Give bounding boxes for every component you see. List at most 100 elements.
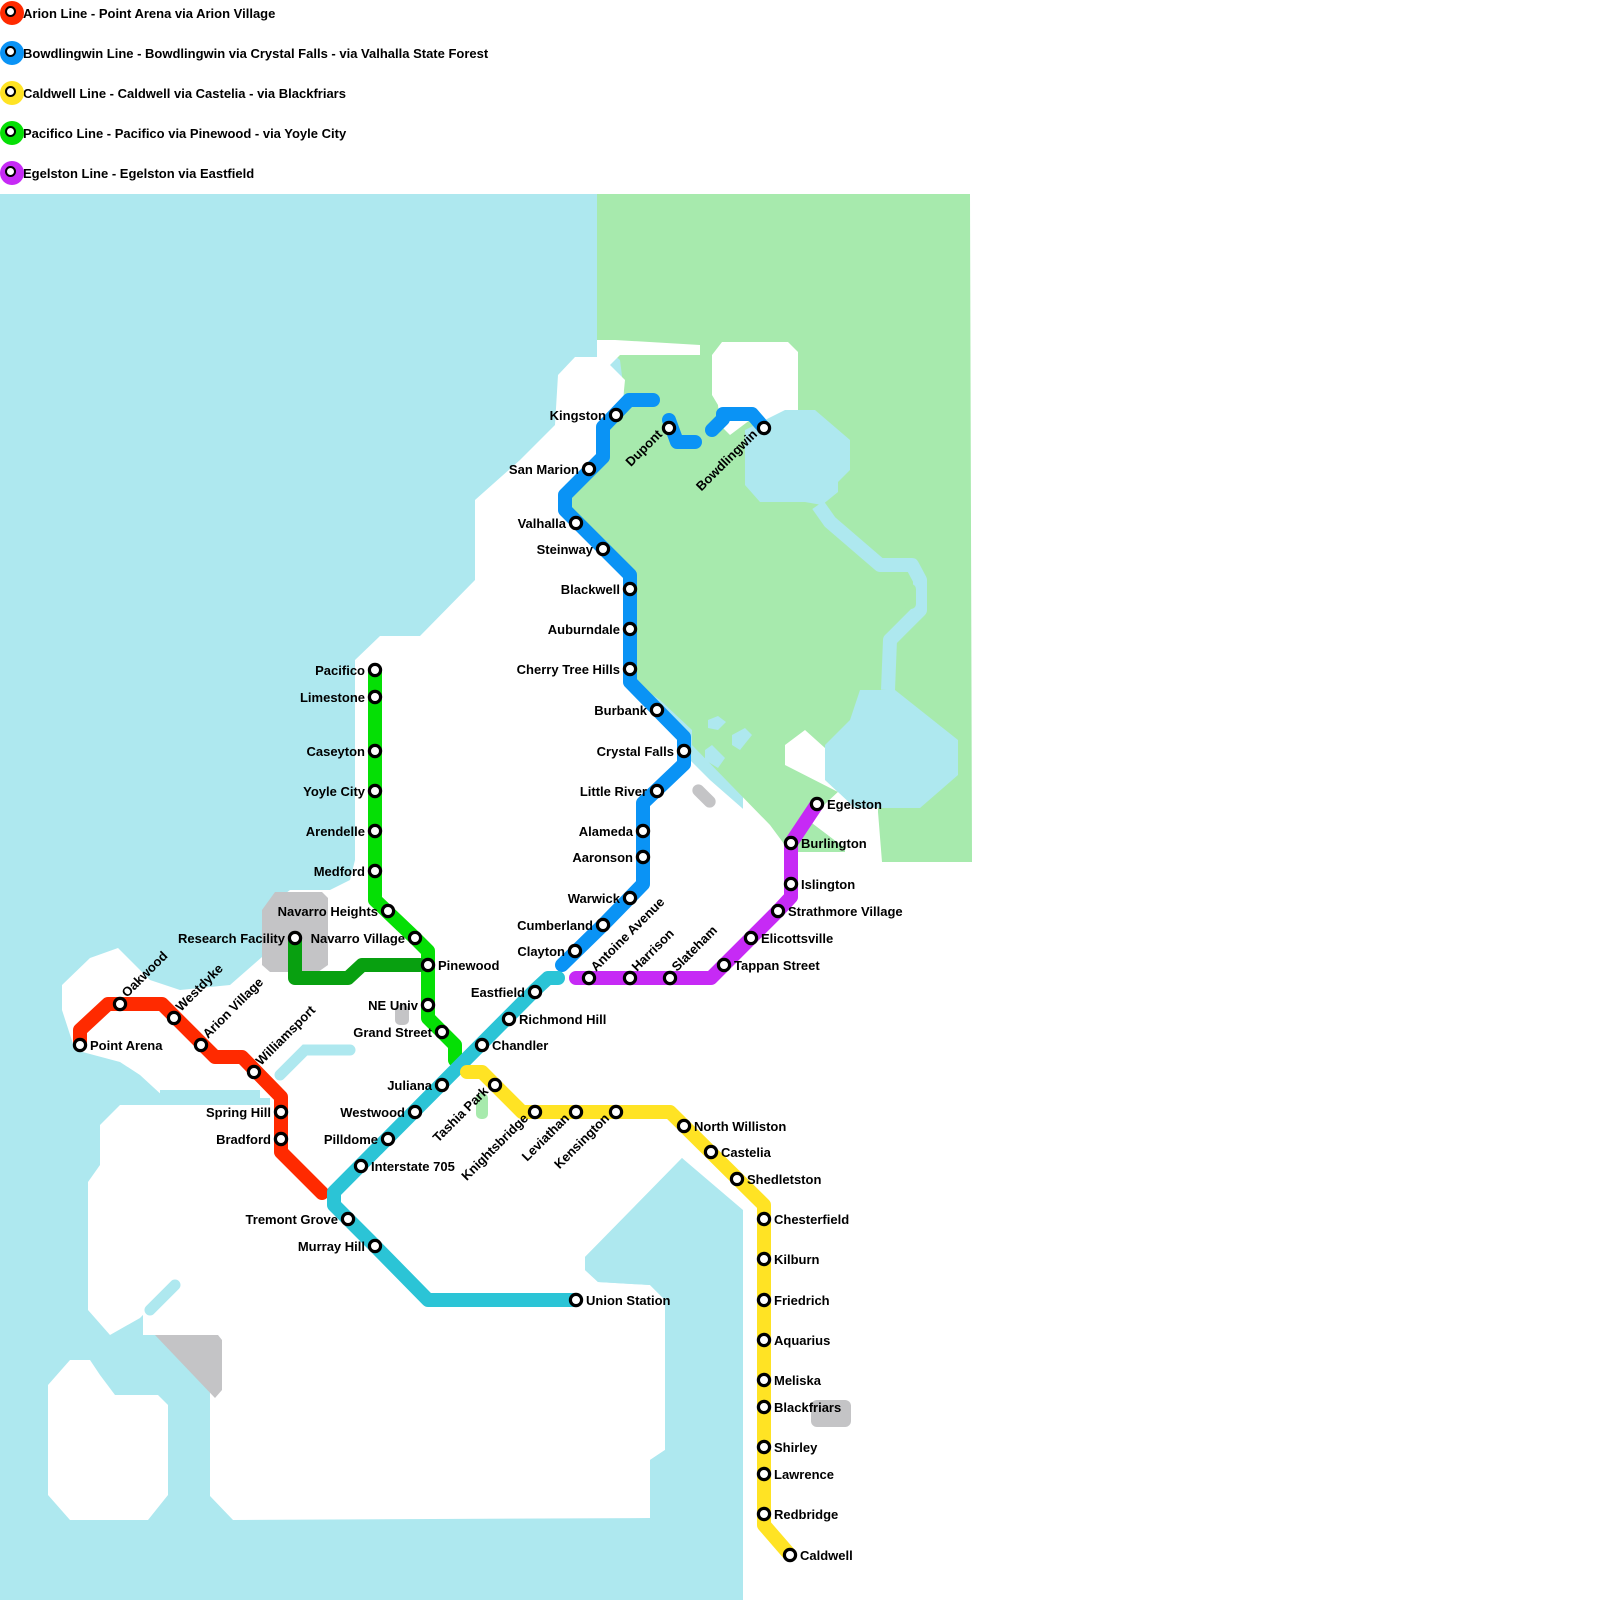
station-marker-icon[interactable] — [661, 420, 677, 436]
station-union-station[interactable]: Union Station — [568, 1292, 671, 1308]
station-marker-icon[interactable] — [72, 1037, 88, 1053]
station-shirley[interactable]: Shirley — [756, 1439, 818, 1455]
station-marker-icon[interactable] — [743, 930, 759, 946]
station-marker-icon[interactable] — [635, 849, 651, 865]
station-marker-icon[interactable] — [380, 1131, 396, 1147]
station-marker-icon[interactable] — [782, 1547, 798, 1563]
station-aaronson[interactable]: Aaronson — [572, 849, 651, 865]
station-marker-icon[interactable] — [420, 997, 436, 1013]
station-marker-icon[interactable] — [568, 1104, 584, 1120]
station-marker-icon[interactable] — [340, 1211, 356, 1227]
station-marker-icon[interactable] — [635, 823, 651, 839]
station-marker-icon[interactable] — [608, 407, 624, 423]
station-marker-icon[interactable] — [756, 1466, 772, 1482]
cyan-line[interactable] — [327, 971, 583, 1307]
bowdlingwin-line-east-spur[interactable] — [705, 407, 771, 437]
station-marker-icon[interactable] — [608, 1104, 624, 1120]
station-little-river[interactable]: Little River — [580, 783, 665, 799]
station-marker-icon[interactable] — [756, 1439, 772, 1455]
station-burlington[interactable]: Burlington — [783, 835, 867, 851]
station-yoyle-city[interactable]: Yoyle City — [303, 783, 383, 799]
station-meliska[interactable]: Meliska — [756, 1372, 822, 1388]
station-marker-icon[interactable] — [649, 783, 665, 799]
station-alameda[interactable]: Alameda — [579, 823, 651, 839]
station-arendelle[interactable]: Arendelle — [306, 823, 383, 839]
station-elicottsville[interactable]: Elicottsville — [743, 930, 833, 946]
pacifico-line[interactable] — [368, 663, 462, 1067]
station-marker-icon[interactable] — [273, 1131, 289, 1147]
station-marker-icon[interactable] — [756, 1211, 772, 1227]
station-marker-icon[interactable] — [581, 461, 597, 477]
station-marker-icon[interactable] — [367, 689, 383, 705]
station-navarro-heights[interactable]: Navarro Heights — [278, 903, 396, 919]
station-medford[interactable]: Medford — [314, 863, 383, 879]
station-chandler[interactable]: Chandler — [474, 1037, 548, 1053]
station-marker-icon[interactable] — [622, 661, 638, 677]
station-bradford[interactable]: Bradford — [216, 1131, 289, 1147]
station-marker-icon[interactable] — [367, 823, 383, 839]
station-kingston[interactable]: Kingston — [550, 407, 624, 423]
station-marker-icon[interactable] — [367, 743, 383, 759]
station-pilldome[interactable]: Pilldome — [324, 1131, 396, 1147]
legend-item-arion[interactable]: Arion Line - Point Arena via Arion Villa… — [0, 0, 275, 26]
station-marker-icon[interactable] — [193, 1037, 209, 1053]
station-murray-hill[interactable]: Murray Hill — [298, 1238, 383, 1254]
station-eastfield[interactable]: Eastfield — [471, 984, 543, 1000]
station-marker-icon[interactable] — [527, 1104, 543, 1120]
station-shedletston[interactable]: Shedletston — [729, 1171, 821, 1187]
station-caldwell[interactable]: Caldwell — [782, 1547, 853, 1563]
station-richmond-hill[interactable]: Richmond Hill — [501, 1011, 606, 1027]
egelston-line[interactable] — [569, 797, 824, 985]
pacifico-branch-line[interactable] — [288, 931, 427, 985]
station-valhalla[interactable]: Valhalla — [518, 515, 584, 531]
station-egelston[interactable]: Egelston — [809, 796, 882, 812]
station-interstate-705[interactable]: Interstate 705 — [353, 1158, 455, 1174]
legend-item-egelston[interactable]: Egelston Line - Egelston via Eastfield — [0, 160, 254, 186]
station-marker-icon[interactable] — [246, 1064, 262, 1080]
station-marker-icon[interactable] — [287, 930, 303, 946]
station-marker-icon[interactable] — [770, 903, 786, 919]
station-marker-icon[interactable] — [622, 890, 638, 906]
station-lawrence[interactable]: Lawrence — [756, 1466, 834, 1482]
station-castelia[interactable]: Castelia — [703, 1144, 772, 1160]
station-marker-icon[interactable] — [595, 917, 611, 933]
station-marker-icon[interactable] — [407, 930, 423, 946]
station-marker-icon[interactable] — [407, 1104, 423, 1120]
legend-item-pacifico[interactable]: Pacifico Line - Pacifico via Pinewood - … — [0, 120, 346, 146]
station-marker-icon[interactable] — [676, 1118, 692, 1134]
station-marker-icon[interactable] — [112, 996, 128, 1012]
station-marker-icon[interactable] — [380, 903, 396, 919]
station-chesterfield[interactable]: Chesterfield — [756, 1211, 849, 1227]
station-cumberland[interactable]: Cumberland — [517, 917, 611, 933]
station-research-facility[interactable]: Research Facility — [178, 930, 303, 946]
station-marker-icon[interactable] — [756, 1506, 772, 1522]
station-strathmore-village[interactable]: Strathmore Village — [770, 903, 903, 919]
station-auburndale[interactable]: Auburndale — [548, 621, 638, 637]
station-westwood[interactable]: Westwood — [340, 1104, 423, 1120]
station-juliana[interactable]: Juliana — [387, 1077, 450, 1093]
station-ne-univ[interactable]: NE Univ — [368, 997, 436, 1013]
station-marker-icon[interactable] — [783, 876, 799, 892]
station-clayton[interactable]: Clayton — [517, 943, 583, 959]
station-marker-icon[interactable] — [474, 1037, 490, 1053]
station-marker-icon[interactable] — [527, 984, 543, 1000]
station-islington[interactable]: Islington — [783, 876, 855, 892]
station-marker-icon[interactable] — [622, 581, 638, 597]
station-north-williston[interactable]: North Williston — [676, 1118, 786, 1134]
station-grand-street[interactable]: Grand Street — [353, 1024, 450, 1040]
station-friedrich[interactable]: Friedrich — [756, 1292, 830, 1308]
station-marker-icon[interactable] — [487, 1077, 503, 1093]
station-marker-icon[interactable] — [166, 1010, 182, 1026]
station-marker-icon[interactable] — [367, 783, 383, 799]
station-burbank[interactable]: Burbank — [594, 702, 665, 718]
station-blackfriars[interactable]: Blackfriars — [756, 1399, 841, 1415]
station-marker-icon[interactable] — [756, 1292, 772, 1308]
station-marker-icon[interactable] — [595, 541, 611, 557]
station-marker-icon[interactable] — [420, 957, 436, 973]
station-marker-icon[interactable] — [622, 621, 638, 637]
station-marker-icon[interactable] — [809, 796, 825, 812]
station-marker-icon[interactable] — [729, 1171, 745, 1187]
station-limestone[interactable]: Limestone — [300, 689, 383, 705]
station-marker-icon[interactable] — [273, 1104, 289, 1120]
